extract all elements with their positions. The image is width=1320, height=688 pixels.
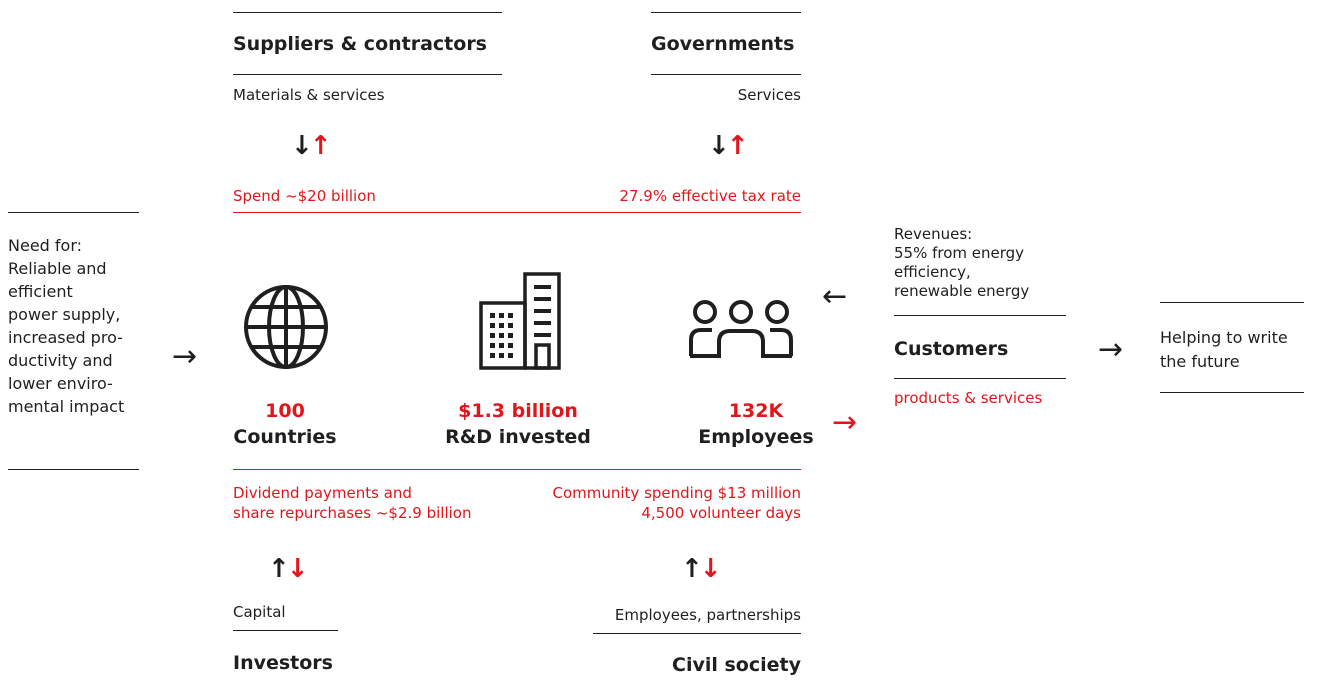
need-line: power supply, [8, 305, 121, 324]
investors-receives-line: Dividend payments and [233, 484, 412, 502]
governments-mid-rule [651, 74, 801, 75]
suppliers-receives: Spend ~$20 billion [233, 187, 376, 205]
need-top-rule [8, 212, 139, 213]
need-bottom-rule [8, 469, 139, 470]
building-icon [479, 272, 561, 370]
future-text: Helping to write the future [1160, 326, 1288, 374]
stat-employees-label: Employees [698, 426, 814, 448]
down-arrow-icon: ↓ [708, 131, 730, 161]
customers-left-arrow-icon: ← [822, 279, 848, 314]
stat-countries-label: Countries [233, 426, 337, 448]
customers-products: products & services [894, 389, 1043, 407]
down-arrow-icon: ↓ [291, 131, 313, 161]
people-icon [689, 300, 793, 358]
stat-rnd-value: $1.3 billion [458, 400, 578, 422]
up-arrow-icon: ↑ [268, 554, 290, 584]
governments-title: Governments [651, 33, 795, 55]
suppliers-mid-rule [233, 74, 502, 75]
stat-countries-value: 100 [265, 400, 305, 422]
civil-provides: Employees, partnerships [614, 606, 801, 624]
governments-provides: Services [737, 86, 801, 104]
top-red-rule [233, 212, 801, 213]
down-arrow-icon: ↓ [286, 554, 309, 584]
investors-rule [233, 630, 338, 631]
customers-top-rule [894, 315, 1066, 316]
need-line: mental impact [8, 397, 125, 416]
civil-rule [593, 633, 801, 634]
up-arrow-icon: ↑ [681, 554, 703, 584]
stat-rnd-label: R&D invested [445, 426, 591, 448]
civil-receives: Community spending $13 million 4,500 vol… [501, 483, 801, 523]
suppliers-top-rule [233, 12, 502, 13]
investors-receives-line: share repurchases ~$2.9 billion [233, 504, 472, 522]
civil-receives-line: 4,500 volunteer days [641, 504, 801, 522]
governments-exchange-arrows: ↓↑ [708, 131, 749, 161]
need-text: Need for: Reliable and efficient power s… [8, 234, 148, 418]
stat-employees: 132K Employees [656, 398, 856, 450]
revenue-line: 55% from energy [894, 244, 1025, 262]
down-arrow-icon: ↓ [699, 554, 722, 584]
civil-exchange-arrows: ↑↓ [681, 554, 722, 584]
suppliers-title: Suppliers & contractors [233, 33, 487, 55]
civil-title: Civil society [672, 654, 801, 676]
revenue-line: efficiency, [894, 263, 971, 281]
future-bottom-rule [1160, 392, 1304, 393]
need-line: Need for: [8, 236, 83, 255]
future-line: the future [1160, 352, 1240, 371]
globe-icon [244, 285, 328, 369]
stat-employees-value: 132K [728, 400, 784, 422]
products-right-arrow-icon: → [832, 405, 858, 440]
up-arrow-icon: ↑ [309, 131, 332, 161]
future-line: Helping to write [1160, 328, 1288, 347]
investors-receives: Dividend payments and share repurchases … [233, 483, 471, 523]
customers-title: Customers [894, 338, 1009, 360]
investors-provides: Capital [233, 603, 286, 621]
suppliers-exchange-arrows: ↓↑ [291, 131, 332, 161]
future-top-rule [1160, 302, 1304, 303]
need-line: lower enviro- [8, 374, 113, 393]
revenue-line: renewable energy [894, 282, 1030, 300]
up-arrow-icon: ↑ [726, 131, 749, 161]
suppliers-provides: Materials & services [233, 86, 385, 104]
customers-mid-rule [894, 378, 1066, 379]
need-right-arrow-icon: → [172, 339, 198, 374]
investors-exchange-arrows: ↑↓ [268, 554, 309, 584]
investors-title: Investors [233, 652, 333, 674]
customers-revenues: Revenues: 55% from energy efficiency, re… [894, 225, 1029, 301]
governments-top-rule [651, 12, 801, 13]
stat-countries: 100 Countries [185, 398, 385, 450]
civil-receives-line: Community spending $13 million [552, 484, 801, 502]
need-line: increased pro- [8, 328, 123, 347]
stat-rnd: $1.3 billion R&D invested [418, 398, 618, 450]
need-line: ductivity and [8, 351, 113, 370]
need-line: efficient [8, 282, 73, 301]
revenue-line: Revenues: [894, 225, 973, 243]
future-right-arrow-icon: → [1098, 332, 1124, 367]
bottom-red-rule [233, 469, 801, 470]
governments-receives: 27.9% effective tax rate [619, 187, 801, 205]
need-line: Reliable and [8, 259, 107, 278]
